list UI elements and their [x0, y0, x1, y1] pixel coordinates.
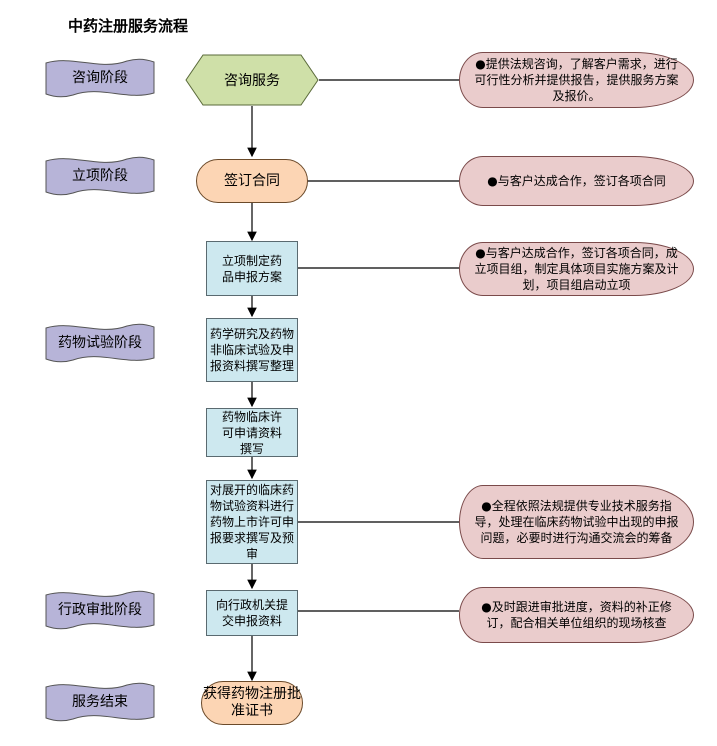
stage-approval: 行政审批阶段 [45, 589, 155, 631]
start-node: 咨询服务 [185, 54, 319, 106]
process-market-review: 对展开的临床药物试验资料进行药物上市许可申报要求撰写及预审 [206, 480, 298, 564]
process-plan: 立项制定药品申报方案 [206, 241, 298, 296]
start-node-label: 咨询服务 [224, 73, 280, 89]
stage-label: 咨询阶段 [72, 70, 128, 86]
note-sign: ●与客户达成合作，签订各项合同 [459, 156, 694, 206]
stage-end: 服务结束 [45, 681, 155, 723]
stage-trial: 药物试验阶段 [45, 322, 155, 364]
page-title: 中药注册服务流程 [68, 17, 189, 35]
stage-banner-shape [45, 58, 155, 98]
note-approval: ●及时跟进审批进度，资料的补正修订，配合相关单位组织的现场核查 [459, 587, 694, 643]
process-submit: 向行政机关提交申报资料 [206, 590, 298, 636]
stage-banner-shape [45, 323, 155, 363]
note-trial: ●全程依照法规提供专业技术服务指导，处理在临床药物试验中出现的申报问题，必要时进… [459, 485, 694, 559]
stage-label: 行政审批阶段 [58, 602, 142, 618]
process-research: 药学研究及药物非临床试验及申报资料撰写整理 [206, 318, 298, 382]
stage-banner-shape [45, 590, 155, 630]
stage-initiate: 立项阶段 [45, 155, 155, 197]
end-node: 获得药物注册批准证书 [201, 681, 303, 725]
stage-consult: 咨询阶段 [45, 57, 155, 99]
stage-label: 药物试验阶段 [58, 335, 142, 351]
hexagon-shape [185, 54, 319, 106]
stage-banner-shape [45, 682, 155, 722]
sign-contract-node: 签订合同 [196, 159, 308, 203]
stage-banner-shape [45, 156, 155, 196]
process-clinical-permit: 药物临床许可申请资料撰写 [206, 408, 298, 457]
note-consult: ●提供法规咨询，了解客户需求，进行可行性分析并提供报告，提供服务方案及报价。 [459, 52, 694, 108]
note-plan: ●与客户达成合作，签订各项合同，成立项目组，制定具体项目实施方案及计划，项目组启… [459, 242, 694, 296]
stage-label: 服务结束 [72, 694, 128, 710]
stage-label: 立项阶段 [72, 168, 128, 184]
